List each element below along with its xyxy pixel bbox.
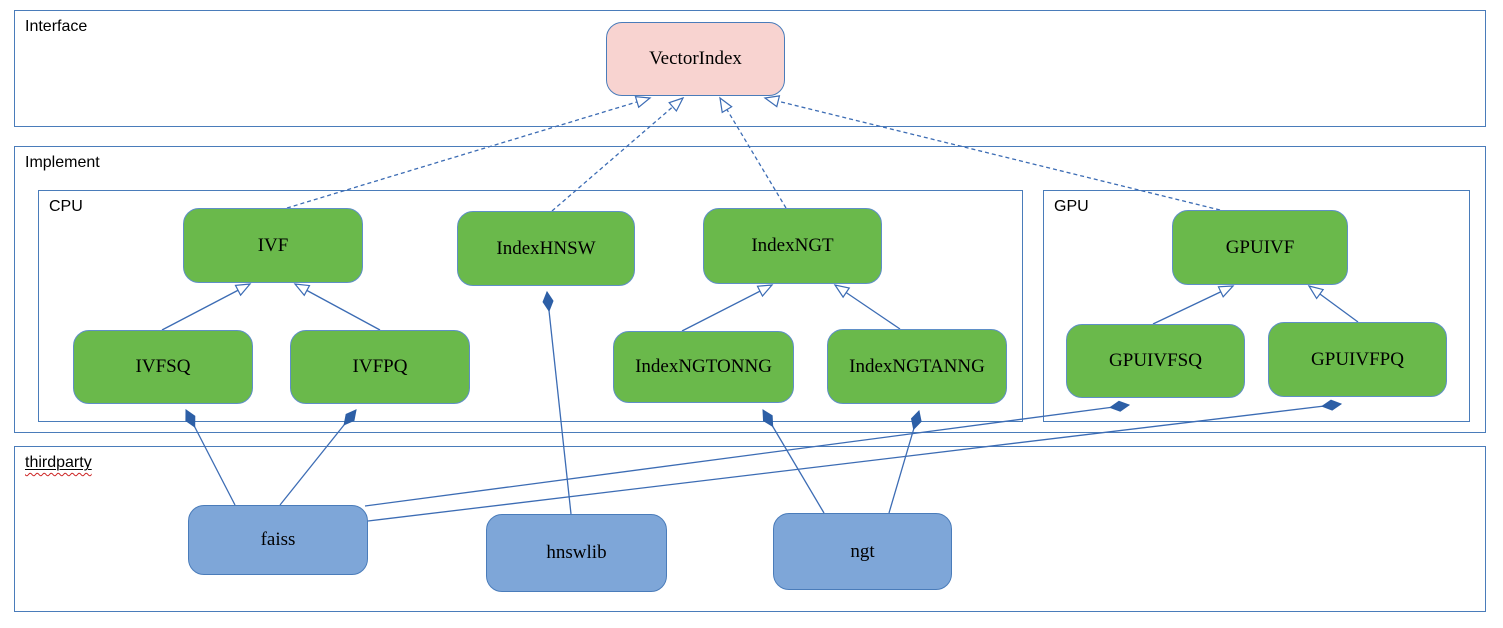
node-ivf: IVF xyxy=(183,208,363,283)
node-indexngtonng: IndexNGTONNG xyxy=(613,331,794,403)
node-indexngtanng-label: IndexNGTANNG xyxy=(849,355,985,377)
node-indexhnsw-label: IndexHNSW xyxy=(496,237,596,259)
node-indexngtonng-label: IndexNGTONNG xyxy=(635,356,772,377)
node-gpuivfsq-label: GPUIVFSQ xyxy=(1109,350,1202,371)
node-indexngt: IndexNGT xyxy=(703,208,882,284)
container-thirdparty-label: thirdparty xyxy=(25,454,92,472)
node-indexngtanng: IndexNGTANNG xyxy=(827,329,1007,404)
node-ivfpq: IVFPQ xyxy=(290,330,470,404)
container-gpu-label: GPU xyxy=(1054,198,1089,215)
node-faiss: faiss xyxy=(188,505,368,575)
container-thirdparty-label-text: thirdparty xyxy=(25,454,92,471)
node-gpuivf: GPUIVF xyxy=(1172,210,1348,285)
container-interface-label: Interface xyxy=(25,18,88,35)
node-ngt: ngt xyxy=(773,513,952,590)
node-ivfpq-label: IVFPQ xyxy=(352,356,408,377)
node-ivfsq-label: IVFSQ xyxy=(135,356,191,377)
node-gpuivfpq-label: GPUIVFPQ xyxy=(1311,348,1404,370)
container-implement-label: Implement xyxy=(25,154,100,171)
node-indexngt-label: IndexNGT xyxy=(751,235,834,256)
node-gpuivfpq: GPUIVFPQ xyxy=(1268,322,1447,397)
node-hnswlib-label: hnswlib xyxy=(546,542,607,563)
node-ngt-label: ngt xyxy=(850,540,875,562)
node-hnswlib: hnswlib xyxy=(486,514,667,592)
container-cpu-label: CPU xyxy=(49,198,83,215)
node-gpuivf-label: GPUIVF xyxy=(1225,236,1295,258)
node-gpuivfsq: GPUIVFSQ xyxy=(1066,324,1245,398)
node-ivfsq: IVFSQ xyxy=(73,330,253,404)
node-indexhnsw: IndexHNSW xyxy=(457,211,635,286)
node-vectorindex: VectorIndex xyxy=(606,22,785,96)
node-faiss-label: faiss xyxy=(260,529,296,550)
node-ivf-label: IVF xyxy=(257,234,289,256)
node-vectorindex-label: VectorIndex xyxy=(649,48,742,69)
